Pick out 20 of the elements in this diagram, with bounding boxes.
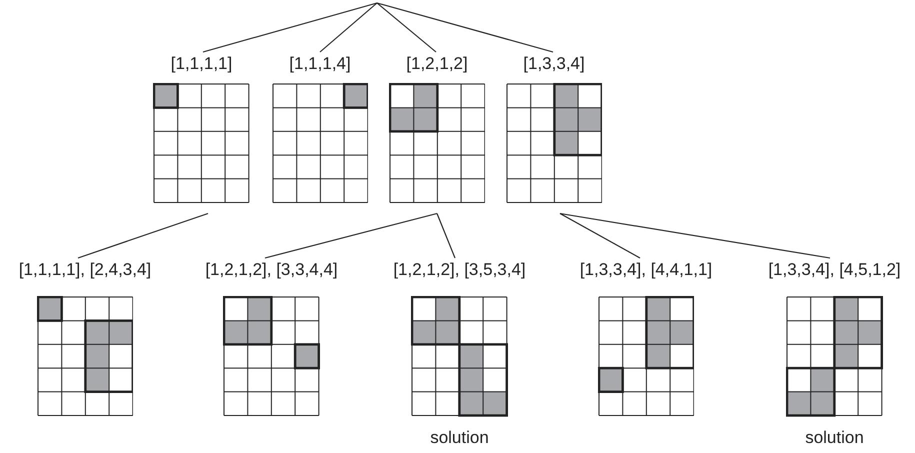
- tree-branch-line: [436, 213, 456, 258]
- state-label: [1,1,1,4]: [289, 53, 351, 75]
- state-label: [1,2,1,2], [3,5,3,4]: [393, 259, 526, 281]
- tree-branch-line: [376, 2, 554, 53]
- tree-branch-line: [320, 2, 378, 52]
- state-label: [1,3,3,4]: [523, 53, 585, 75]
- state-label: [1,2,1,2]: [406, 53, 468, 75]
- tree-branch-line: [560, 212, 830, 259]
- state-label: [1,1,1,1], [2,4,3,4]: [18, 259, 152, 281]
- tree-branch-line: [376, 2, 436, 52]
- state-label: [1,2,1,2], [3,3,4,4]: [205, 259, 338, 281]
- tree-branch-line: [560, 213, 640, 258]
- tree-branch-line: [78, 212, 208, 259]
- state-label: [1,3,3,4], [4,4,1,1]: [580, 259, 712, 281]
- node-label: solution: [805, 426, 864, 448]
- tree-branch-line: [264, 212, 438, 259]
- state-label: [1,1,1,1]: [170, 53, 232, 75]
- state-label: [1,3,3,4], [4,5,1,2]: [768, 259, 901, 281]
- node-label: solution: [430, 426, 489, 448]
- tree-branch-line: [202, 2, 378, 53]
